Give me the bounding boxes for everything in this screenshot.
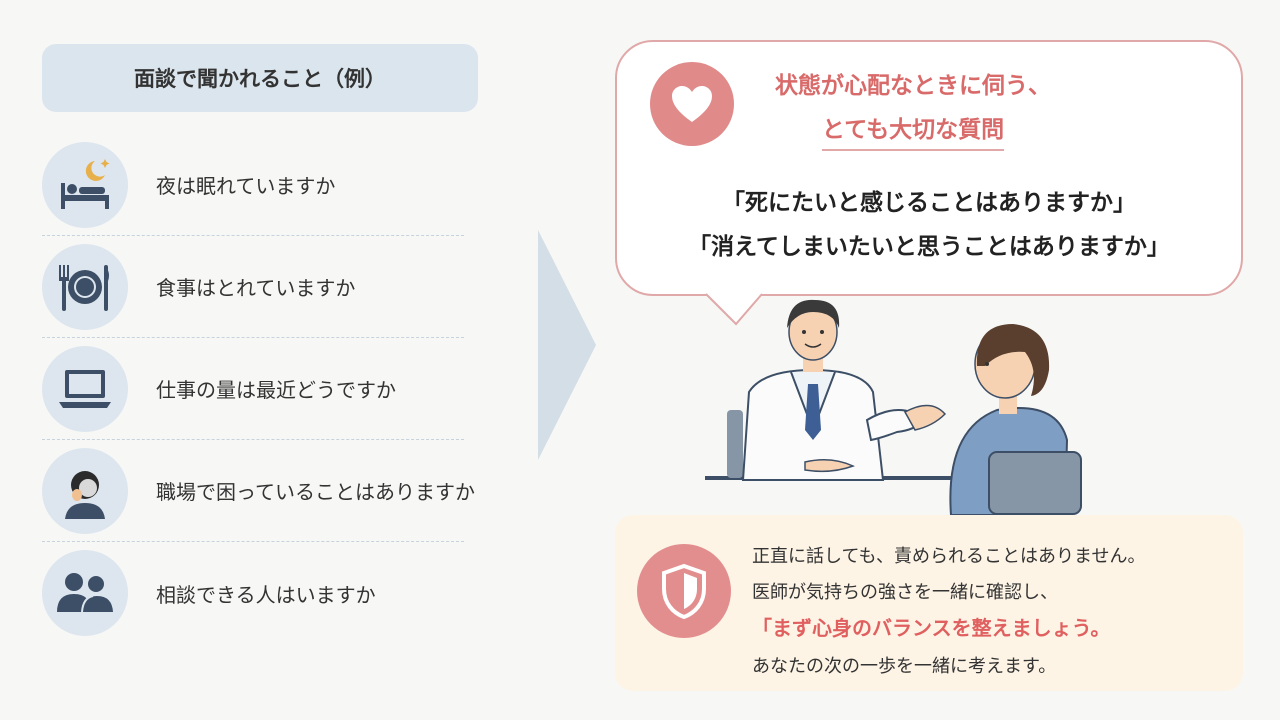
list-item: 夜は眠れていますか (42, 134, 464, 236)
two-people-icon (42, 550, 128, 636)
reassurance-line-1: 正直に話しても、責められることはありません。 (752, 546, 1146, 567)
question-text: 食事はとれていますか (156, 276, 356, 300)
question-text: 相談できる人はいますか (156, 582, 376, 607)
sleep-bed-moon-icon (42, 141, 128, 228)
list-item: 仕事の量は最近どうですか (42, 338, 464, 440)
list-item: 相談できる人はいますか (42, 542, 464, 644)
question-list: 夜は眠れていますか 食事はとれていますか (42, 134, 475, 644)
reassurance-line-2: 医師が気持ちの強さを一緒に確認し、 (752, 582, 1058, 603)
list-item: 食事はとれていますか (42, 236, 464, 338)
shield-icon (637, 544, 731, 638)
section-title: 面談で聞かれること（例） (42, 44, 478, 112)
reassurance-line-3: 「まず心身のバランスを整えましょう。 (752, 616, 1111, 640)
heart-icon (650, 62, 734, 146)
important-question-2: 「消えてしまいたいと思うことはありますか」 (688, 234, 1170, 260)
reassurance-line-4: あなたの次の一歩を一緒に考えます。 (752, 656, 1057, 677)
speech-bubble-tail (705, 288, 763, 326)
flow-arrow-icon (538, 230, 596, 460)
question-text: 夜は眠れていますか (156, 174, 336, 198)
list-item: 職場で困っていることはありますか (42, 440, 475, 542)
question-text: 職場で困っていることはありますか (156, 480, 475, 504)
doctor-patient-consultation-icon (705, 299, 1082, 515)
bubble-heading: 状態が心配なときに伺う、 とても大切な質問 (748, 64, 1078, 152)
worried-person-icon (42, 447, 128, 534)
question-text: 仕事の量は最近どうですか (156, 378, 396, 402)
bubble-heading-line2: とても大切な質問 (821, 111, 1005, 151)
meal-plate-icon (42, 243, 128, 330)
bubble-heading-line1: 状態が心配なときに伺う、 (775, 73, 1051, 99)
important-question-1: 「死にたいと感じることはありますか」 (722, 190, 1136, 216)
laptop-icon (42, 345, 128, 432)
